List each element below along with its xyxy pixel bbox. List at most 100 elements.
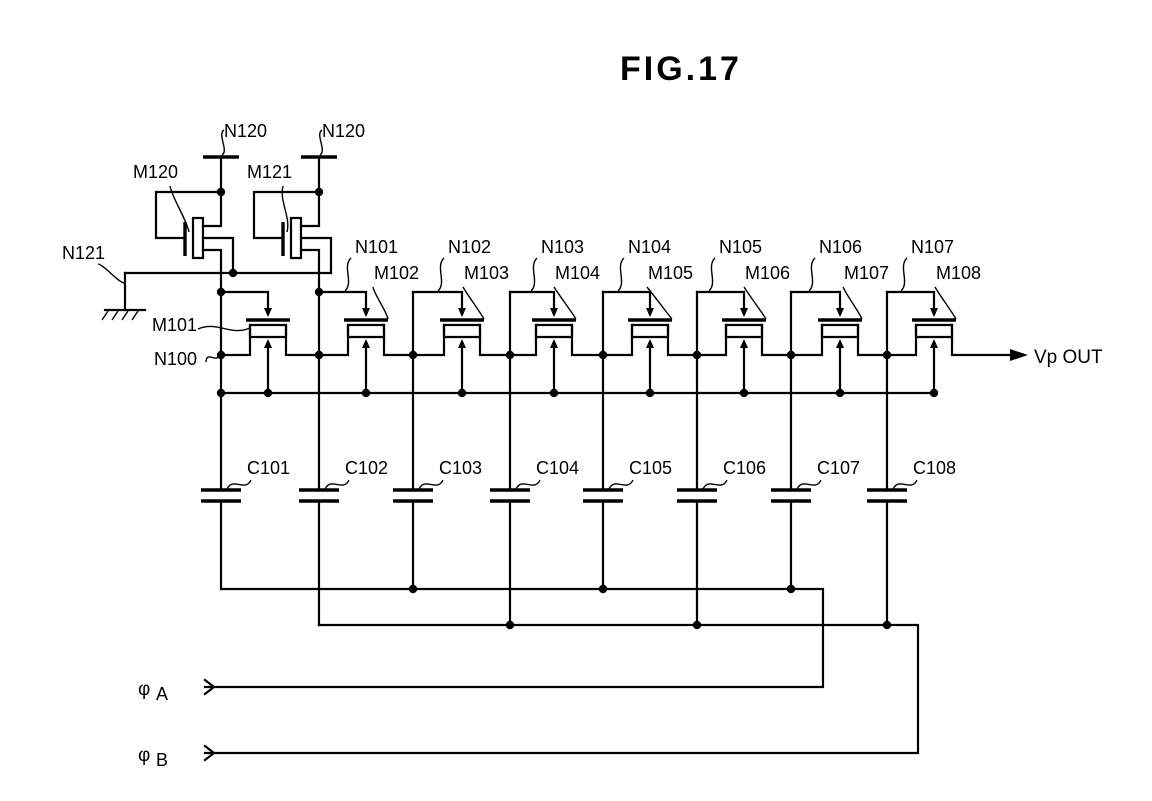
node-label-n104: N104	[628, 237, 671, 257]
clock-symbol: φ	[138, 679, 150, 700]
gate-connection	[791, 292, 840, 314]
leader-line	[797, 480, 821, 489]
transistor-label-m105: M105	[648, 263, 693, 283]
gate-arrow	[550, 308, 558, 317]
leader-line	[438, 258, 444, 291]
node-label-n106: N106	[819, 237, 862, 257]
junction-dot	[550, 389, 558, 397]
ground-hatch	[132, 311, 138, 320]
transistor-body	[250, 325, 286, 337]
bias-source	[301, 250, 319, 292]
bias-channel	[193, 218, 203, 258]
gate-connection	[413, 292, 462, 314]
leader-line	[516, 480, 540, 489]
bulk-arrow	[740, 339, 748, 348]
leader-line	[744, 287, 766, 319]
leader-line	[809, 258, 815, 291]
bulk-arrow	[362, 339, 370, 348]
transistor-label-m101: M101	[152, 315, 197, 335]
transistor-label-m108: M108	[936, 263, 981, 283]
clock-bus-b	[205, 625, 918, 753]
node-label-n102: N102	[448, 237, 491, 257]
junction-dot	[787, 351, 795, 359]
bulk-arrow	[930, 339, 938, 348]
transistor-body	[822, 325, 858, 337]
node-label-n107: N107	[911, 237, 954, 257]
bias-drain	[301, 192, 319, 226]
node-label-n103: N103	[541, 237, 584, 257]
clock-bus-a	[205, 589, 823, 687]
leader-line	[531, 258, 537, 291]
gate-arrow	[646, 308, 654, 317]
capacitor-label-c105: C105	[629, 458, 672, 478]
bulk-arrow	[264, 339, 272, 348]
ground-hatch	[112, 311, 118, 320]
leader-line	[345, 258, 351, 291]
bias-bulk	[301, 238, 331, 273]
gate-arrow	[362, 308, 370, 317]
junction-dot	[693, 351, 701, 359]
junction-dot	[883, 621, 891, 629]
junction-dot	[409, 585, 417, 593]
junction-dot	[646, 389, 654, 397]
transistor-label-m106: M106	[745, 263, 790, 283]
junction-dot	[506, 351, 514, 359]
gate-arrow	[930, 308, 938, 317]
junction-dot	[264, 389, 272, 397]
leader-line	[554, 287, 576, 319]
output-label: Vp OUT	[1034, 347, 1103, 368]
ground-hatch	[122, 311, 128, 320]
bulk-arrow	[646, 339, 654, 348]
junction-dot	[693, 621, 701, 629]
leader-line	[609, 480, 633, 489]
junction-dot	[217, 188, 225, 196]
ground-node-label: N121	[62, 243, 105, 263]
ground-hatch	[102, 311, 108, 320]
junction-dot	[599, 351, 607, 359]
bias-transistor-label-m121: M121	[247, 162, 292, 182]
gate-connection	[221, 292, 268, 314]
transistor-body	[916, 325, 952, 337]
junction-dot	[836, 389, 844, 397]
junction-dot	[740, 389, 748, 397]
bias-channel	[291, 218, 301, 258]
gate-connection	[510, 292, 554, 314]
leader-line	[419, 480, 443, 489]
capacitor-label-c108: C108	[913, 458, 956, 478]
gate-arrow	[740, 308, 748, 317]
junction-dot	[217, 288, 225, 296]
leader-line	[325, 480, 349, 489]
gate-connection	[603, 292, 650, 314]
junction-dot	[409, 351, 417, 359]
junction-dot	[315, 188, 323, 196]
junction-dot	[787, 585, 795, 593]
junction-dot	[315, 351, 323, 359]
output-arrow-icon	[1010, 349, 1028, 361]
gate-connection	[887, 292, 934, 314]
bulk-arrow	[458, 339, 466, 348]
leader-line	[227, 480, 251, 489]
transistor-body	[536, 325, 572, 337]
leader-line	[618, 258, 624, 291]
capacitor-label-c103: C103	[439, 458, 482, 478]
gate-connection	[697, 292, 744, 314]
leader-line	[843, 287, 862, 319]
bulk-arrow	[836, 339, 844, 348]
node-label-n105: N105	[719, 237, 762, 257]
leader-line	[901, 258, 907, 291]
bias-bulk	[203, 238, 233, 273]
bias-source	[203, 250, 221, 292]
transistor-body	[726, 325, 762, 337]
transistor-label-m103: M103	[464, 263, 509, 283]
capacitor-label-c102: C102	[345, 458, 388, 478]
gate-arrow	[264, 308, 272, 317]
junction-dot	[599, 585, 607, 593]
capacitor-label-c104: C104	[536, 458, 579, 478]
gate-arrow	[836, 308, 844, 317]
figure-title: FIG.17	[620, 50, 742, 88]
clock-subscript: A	[156, 684, 168, 704]
transistor-label-m104: M104	[555, 263, 600, 283]
gate-arrow	[458, 308, 466, 317]
transistor-label-m107: M107	[844, 263, 889, 283]
